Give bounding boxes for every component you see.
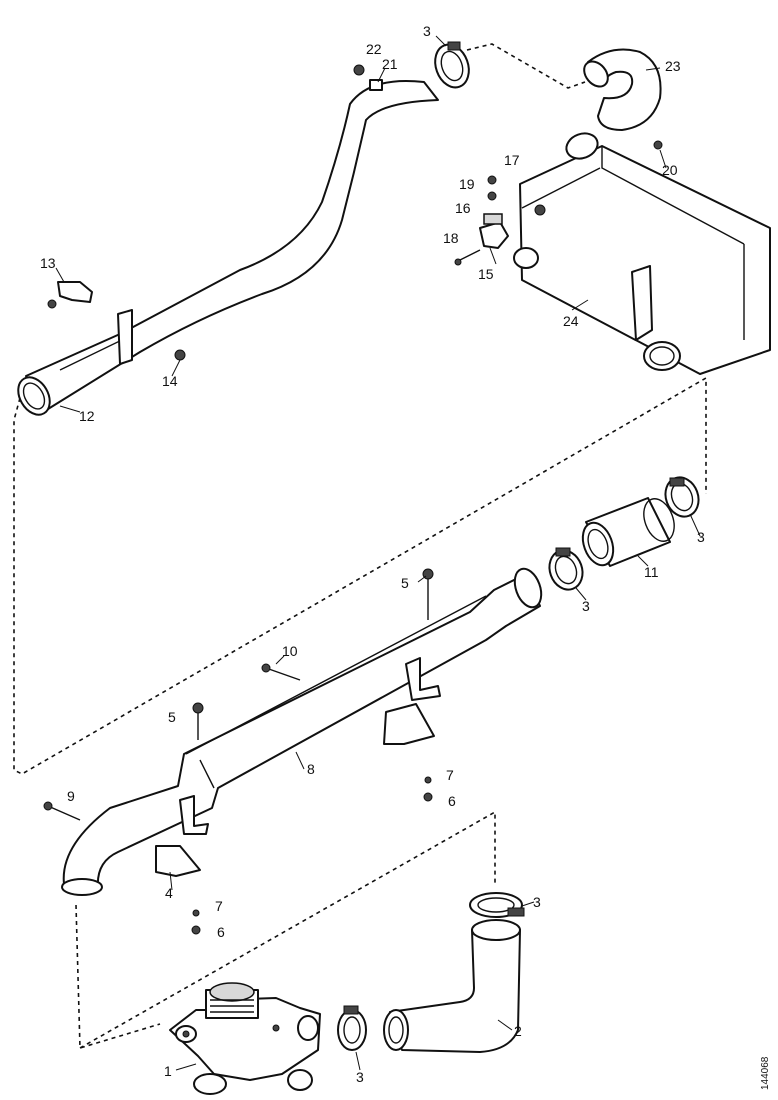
callout-3: 3	[582, 598, 590, 614]
callout-labels: 1 2 3 3 3 3 3 4 5 5 6 6 7 7 8 9 10 11 12…	[40, 23, 705, 1085]
callout-20: 20	[662, 162, 678, 178]
clamp-lower-2	[469, 892, 525, 918]
leader-lines	[55, 35, 701, 1071]
callout-3: 3	[423, 23, 431, 39]
callout-18: 18	[443, 230, 459, 246]
callout-22: 22	[366, 41, 382, 57]
callout-11: 11	[644, 564, 659, 580]
clamp-pump-outlet	[337, 1005, 367, 1051]
callout-10: 10	[282, 643, 298, 659]
callout-5: 5	[401, 575, 409, 591]
pump-housing	[169, 982, 321, 1095]
callout-12: 12	[79, 408, 95, 424]
callout-3: 3	[533, 894, 541, 910]
reference-code: 144068	[760, 1056, 771, 1090]
hose-sleeve	[581, 497, 675, 567]
callout-1: 1	[164, 1063, 172, 1079]
screw-tank	[653, 140, 663, 150]
clip	[47, 281, 93, 309]
callout-15: 15	[478, 266, 494, 282]
callout-2: 2	[514, 1023, 522, 1039]
bracket-lower	[155, 845, 201, 877]
main-pipe-brackets	[179, 657, 441, 835]
callout-19: 19	[459, 176, 475, 192]
callout-13: 13	[40, 255, 56, 271]
callout-4: 4	[165, 885, 173, 901]
callout-9: 9	[67, 788, 75, 804]
callout-3: 3	[356, 1069, 364, 1085]
valve-assembly	[454, 175, 509, 266]
callout-14: 14	[162, 373, 178, 389]
alignment-lines	[13, 43, 707, 1050]
callout-23: 23	[665, 58, 681, 74]
callout-6: 6	[448, 793, 456, 809]
clamp-right-11	[664, 476, 700, 518]
upper-elbow-hose	[583, 48, 662, 131]
nut-bracket	[174, 349, 186, 361]
tank	[513, 132, 771, 375]
nut-top	[353, 64, 365, 76]
clamp-mid-8	[548, 547, 584, 591]
lower-elbow-pipe	[383, 919, 521, 1053]
bracket-top	[117, 79, 383, 365]
upper-pipe	[17, 79, 439, 416]
callout-7: 7	[215, 898, 223, 914]
callout-21: 21	[382, 56, 398, 72]
callout-6: 6	[217, 924, 225, 940]
callout-17: 17	[504, 152, 520, 168]
callout-5: 5	[168, 709, 176, 725]
main-pipe	[61, 567, 543, 896]
callout-16: 16	[455, 200, 471, 216]
callout-24: 24	[563, 313, 579, 329]
clamp-top-23	[434, 41, 470, 89]
callout-3: 3	[697, 529, 705, 545]
callout-7: 7	[446, 767, 454, 783]
callout-8: 8	[307, 761, 315, 777]
